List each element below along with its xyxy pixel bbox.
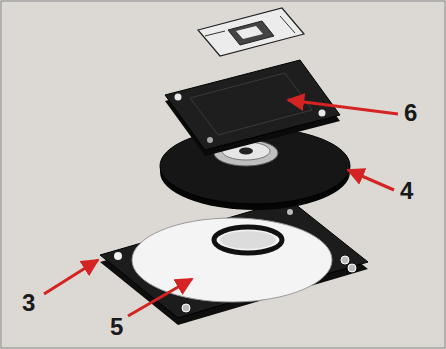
callout-number: 3 (22, 290, 35, 316)
leader-arrows (44, 100, 398, 316)
bottom-shell (100, 200, 368, 325)
metal-shutter (198, 8, 304, 56)
leader-arrow (44, 260, 98, 294)
leader-arrow (348, 170, 394, 190)
liner (132, 218, 332, 302)
top-shell (165, 60, 340, 156)
leader-arrow (128, 279, 192, 316)
callout-number: 5 (110, 314, 123, 340)
callout-number: 6 (404, 100, 417, 126)
leader-arrow (288, 100, 398, 114)
callout-number: 4 (400, 178, 413, 204)
